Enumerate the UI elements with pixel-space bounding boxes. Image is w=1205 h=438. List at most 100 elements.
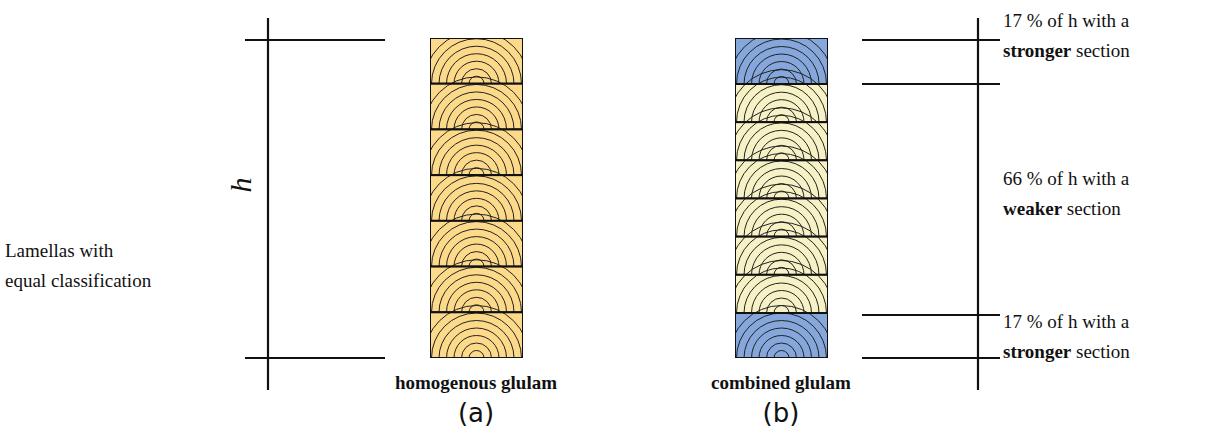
subfigure-letter: (b) [763,398,800,428]
height-symbol: h [225,178,255,193]
growth-ring [454,61,499,83]
growth-ring [430,306,523,358]
growth-ring [759,176,804,198]
growth-ring [439,183,514,221]
growth-ring [774,351,789,358]
subfigure-letter: (a) [458,398,494,428]
growth-ring [439,229,514,266]
growth-ring [759,100,804,122]
section-caption: combined glulam [711,368,851,398]
growth-ring [735,70,828,122]
growth-ring [752,328,812,358]
growth-ring [737,313,827,358]
growth-ring [767,107,797,122]
growth-ring [462,206,492,221]
growth-ring [744,123,819,160]
growth-ring [462,343,492,358]
growth-ring [447,282,507,312]
lamella [735,84,828,122]
growth-ring [767,145,797,160]
lamella-note: Lamellas withequal classification [5,236,151,296]
growth-ring [462,114,492,129]
growth-ring [735,146,828,199]
growth-ring [744,321,819,358]
growth-ring [454,244,499,266]
lamella [735,275,828,313]
lamella [735,160,828,198]
growth-ring [447,237,507,267]
growth-ring [759,214,804,236]
lamella-outline [735,84,828,122]
growth-ring [439,275,514,313]
growth-ring [744,47,819,85]
growth-ring [774,306,789,313]
lamella [735,199,828,237]
growth-ring [462,69,492,84]
growth-ring [735,108,828,161]
growth-ring [447,145,507,175]
growth-ring [759,62,804,85]
growth-ring [430,168,523,221]
growth-ring [767,69,797,84]
growth-ring [447,54,507,84]
growth-ring [462,252,492,267]
growth-ring [767,343,797,358]
growth-ring [759,291,804,313]
growth-ring [744,276,819,313]
lamella [735,313,828,358]
height-axis [977,18,979,390]
lamella [735,237,828,275]
growth-ring [735,222,828,274]
growth-ring [447,328,507,358]
growth-ring [735,306,828,358]
section-caption: homogenous glulam [395,368,557,398]
growth-ring [767,260,797,275]
growth-ring [744,85,819,123]
growth-ring [744,199,819,236]
growth-ring [432,313,522,358]
growth-ring [462,297,492,312]
share-note: 66 % of h with aweaker section [1003,164,1129,224]
growth-ring [454,290,499,313]
lamella-outline [735,160,828,198]
growth-ring [744,237,819,274]
growth-ring [469,351,484,358]
lamella-outline [735,122,828,160]
dimension-tick [862,83,1000,85]
dimension-tick [862,39,1000,41]
growth-ring [447,191,507,221]
growth-ring [767,184,797,199]
growth-ring [454,198,499,221]
lamella [430,312,523,358]
lamella-outline [430,312,523,358]
growth-ring [759,138,804,161]
dimension-tick [862,314,1000,316]
lamella-outline [735,199,828,237]
growth-ring [744,161,819,199]
growth-ring [454,336,499,358]
growth-ring [767,222,797,237]
growth-ring [752,130,812,160]
growth-ring [439,321,514,358]
lamella [735,122,828,160]
growth-ring [462,160,492,175]
lamella-outline [735,275,828,313]
growth-ring [752,207,812,237]
growth-ring [430,77,523,129]
lamella-outline [735,313,828,358]
dimension-tick [245,39,385,41]
growth-ring [735,184,828,236]
growth-ring [752,283,812,313]
share-note: 17 % of h with astronger section [1003,307,1130,367]
growth-ring [430,214,523,267]
growth-ring [439,92,514,130]
growth-ring [430,260,523,313]
dimension-tick [862,357,1000,359]
growth-ring [752,169,812,199]
growth-ring [454,107,499,129]
growth-ring [439,138,514,176]
growth-ring [454,153,499,176]
share-note: 17 % of h with astronger section [1003,6,1130,66]
